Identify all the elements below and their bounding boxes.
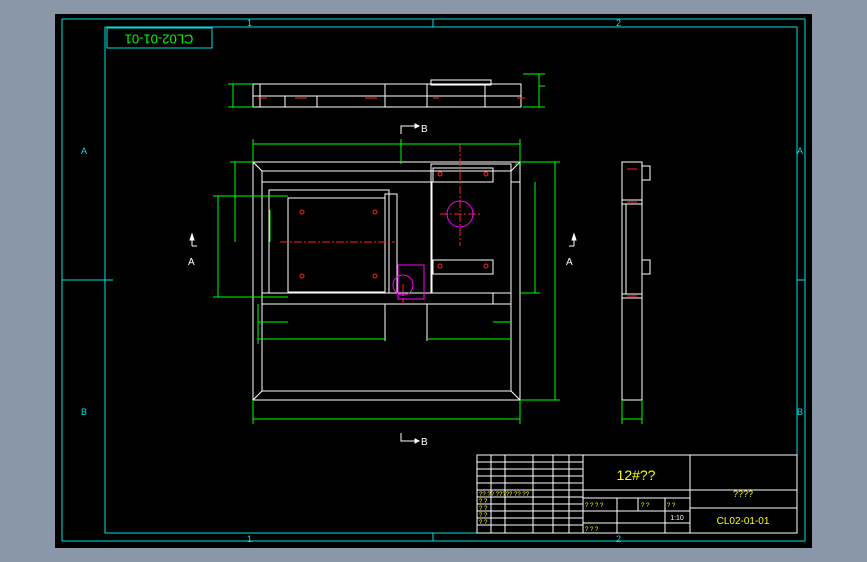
title-cell-5: ? ? ? ?	[585, 503, 604, 509]
view-label-a-left: A	[188, 257, 195, 268]
title-material: 12#??	[617, 467, 656, 483]
title-cell-8: ? ? ?	[585, 527, 599, 533]
zone-letter-left-a: A	[81, 146, 87, 156]
title-cell-3: ? ?	[479, 513, 488, 519]
cad-viewport[interactable]: 1 2 1 2 A B A B CL02-01-01 B B	[55, 14, 812, 548]
outer-border	[61, 18, 806, 542]
stamp-box	[106, 27, 213, 49]
front-view-dimensions	[213, 139, 560, 424]
title-cell-1: ? ?	[479, 499, 488, 505]
top-view	[252, 79, 522, 108]
title-cell-6: ? ?	[641, 503, 650, 509]
zone-letter-right-b: B	[797, 407, 803, 417]
view-arrow-a-right	[569, 232, 577, 247]
title-cell-2: ? ?	[479, 506, 488, 512]
front-view-holes	[299, 171, 489, 279]
zone-number-bottom-1: 1	[247, 534, 252, 544]
top-view-dimensions	[228, 73, 545, 108]
view-label-a-right: A	[566, 257, 573, 268]
zone-number-bottom-2: 2	[616, 534, 621, 544]
view-arrow-a-left	[189, 232, 197, 247]
stamp-text: CL02-01-01	[125, 32, 194, 47]
front-view-hidden	[392, 200, 474, 300]
section-label-b-bottom: B	[421, 437, 428, 448]
zone-letter-right-a: A	[797, 146, 803, 156]
section-arrow-b-top	[400, 123, 421, 134]
title-code: CL02-01-01	[717, 516, 770, 527]
title-name: ????	[733, 489, 753, 499]
side-view-centerlines	[627, 168, 637, 297]
title-scale: 1:10	[670, 515, 684, 522]
zone-letter-left-b: B	[81, 407, 87, 417]
front-view-frame	[252, 161, 521, 401]
drawing-canvas[interactable]: 1 2 1 2 A B A B CL02-01-01 B B	[55, 14, 812, 548]
side-view-dimensions	[621, 400, 643, 424]
title-cell-4: ? ?	[479, 520, 488, 526]
zone-number-top-1: 1	[247, 18, 252, 28]
title-cell-7: ? ?	[667, 503, 676, 509]
section-label-b-top: B	[421, 124, 428, 135]
title-block	[476, 454, 798, 534]
side-view	[621, 161, 651, 401]
title-cell-0: ?? ?? ????? ?? ??	[479, 492, 530, 498]
zone-number-top-2: 2	[616, 18, 621, 28]
inner-border	[104, 26, 798, 534]
section-arrow-b-bottom	[400, 433, 421, 444]
